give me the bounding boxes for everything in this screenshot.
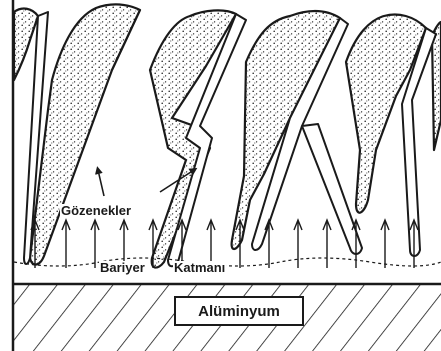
barrier-layer-label-word2: Katmanı	[173, 261, 226, 274]
barrier-layer-boundary	[14, 258, 441, 266]
pointer-arrow-left	[98, 170, 104, 196]
pore-4-right	[302, 124, 362, 254]
pores-label: Gözenekler	[60, 204, 132, 217]
aluminium-label: Alüminyum	[198, 304, 280, 319]
aluminium-label-box: Alüminyum	[174, 296, 304, 326]
barrier-layer-label-word1: Bariyer	[99, 261, 146, 274]
